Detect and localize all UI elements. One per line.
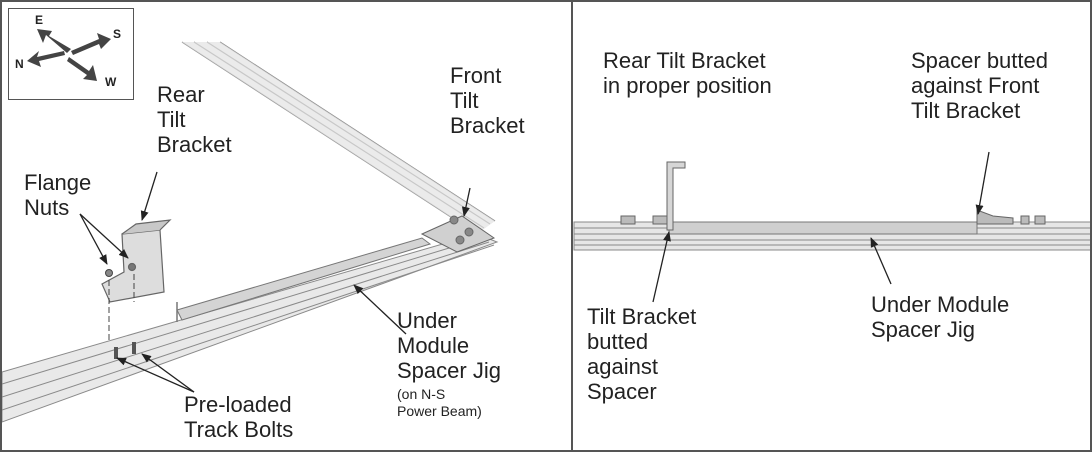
- compass-rose: E S N W: [8, 8, 134, 100]
- rear-tilt-bracket-label: Rear Tilt Bracket: [157, 82, 232, 157]
- ns-rail-face: [182, 42, 495, 234]
- right-panel: Rear Tilt Bracket in proper position Spa…: [571, 0, 1092, 452]
- under-module-spacer-jig-right-label: Under Module Spacer Jig: [871, 292, 1010, 342]
- rear-tilt-bracket-side: [666, 161, 686, 231]
- spacer-jig: [176, 237, 432, 321]
- front-tilt-bracket-shape: [420, 215, 496, 253]
- ew-rail-lines: [2, 237, 495, 411]
- compass-n-label: N: [15, 57, 24, 71]
- compass-s-label: S: [113, 27, 122, 41]
- compass-w-label: W: [105, 75, 117, 89]
- left-illustration: [2, 41, 499, 423]
- power-beam-note: (on N-S Power Beam): [397, 386, 482, 419]
- compass-arrows-icon: [27, 29, 111, 81]
- rear-tilt-bracket-shape: [101, 219, 172, 303]
- right-leader-lines: [652, 151, 990, 303]
- tilt-bracket-butted-label: Tilt Bracket butted against Spacer: [587, 304, 697, 404]
- spacer-jig-side: [668, 221, 978, 235]
- track-bolts-label: Pre-loaded Track Bolts: [184, 392, 294, 442]
- left-panel: E S N W Front Tilt Bracket Rear Tilt Bra…: [0, 0, 571, 452]
- flange-nuts-label: Flange Nuts: [24, 170, 92, 220]
- rear-tilt-bracket-position-label: Rear Tilt Bracket in proper position: [603, 48, 772, 98]
- under-module-spacer-jig-label: Under Module Spacer Jig: [397, 308, 501, 383]
- spacer-butted-label: Spacer butted against Front Tilt Bracket: [911, 48, 1048, 123]
- right-illustration: [573, 151, 1090, 303]
- ew-rail-face: [2, 233, 499, 423]
- leader-lines: [79, 171, 471, 393]
- front-tilt-bracket-label: Front Tilt Bracket: [450, 63, 525, 138]
- compass-e-label: E: [35, 13, 44, 27]
